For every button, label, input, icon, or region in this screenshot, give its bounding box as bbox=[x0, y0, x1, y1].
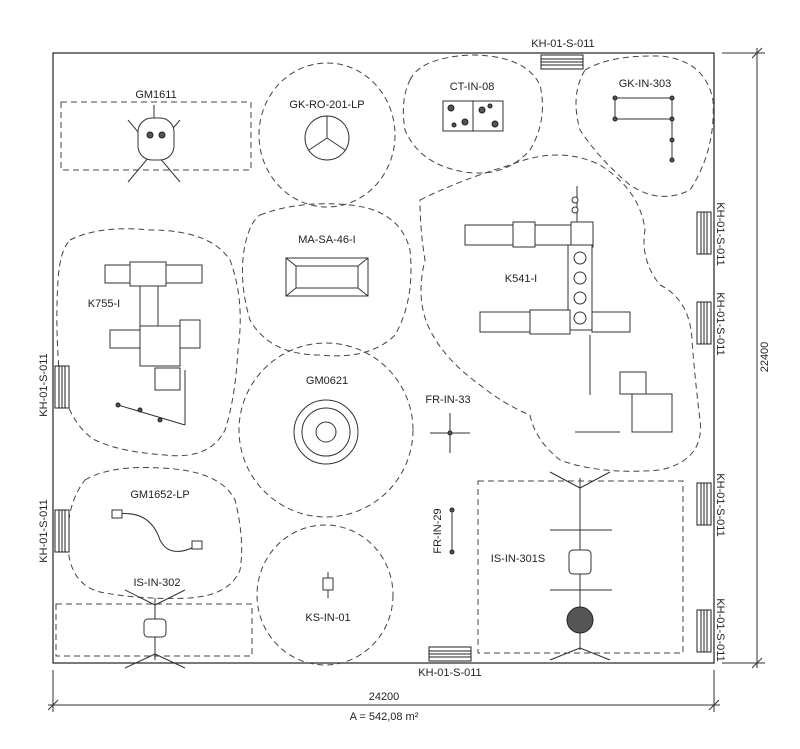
label-fr-in-33: FR-IN-33 bbox=[425, 394, 470, 406]
label-bench-left-upper: KH-01-S-011 bbox=[38, 353, 50, 416]
zone-gm0621 bbox=[238, 342, 414, 518]
is-in-301s-equipment bbox=[549, 471, 612, 661]
bench-right-2 bbox=[696, 301, 712, 345]
label-gm1611: GM1611 bbox=[135, 89, 176, 101]
label-gm1652-lp: GM1652-LP bbox=[130, 489, 189, 501]
label-ma-sa-46-i: MA-SA-46-I bbox=[298, 234, 355, 246]
label-k541-i: K541-I bbox=[505, 273, 537, 285]
label-bench-right-1: KH-01-S-011 bbox=[714, 202, 726, 265]
site-boundary bbox=[52, 52, 715, 664]
label-bench-right-2: KH-01-S-011 bbox=[714, 292, 726, 355]
label-ks-in-01: KS-IN-01 bbox=[305, 612, 350, 624]
bench-right-4 bbox=[696, 609, 712, 653]
zone-gk-ro-201-lp bbox=[258, 62, 396, 208]
k755-i-equipment bbox=[104, 261, 203, 426]
zone-gm1652-lp bbox=[67, 467, 243, 599]
zone-ks-in-01 bbox=[256, 524, 394, 666]
bench-right-1 bbox=[696, 211, 712, 255]
label-bench-left-lower: KH-01-S-011 bbox=[38, 499, 50, 562]
ct-in-08-equipment bbox=[442, 100, 504, 132]
zone-k755-i bbox=[56, 228, 241, 457]
dimension-lines bbox=[47, 47, 765, 712]
dimension-width: 24200 bbox=[369, 691, 400, 703]
ks-in-01-equipment bbox=[322, 572, 334, 598]
bench-right-3 bbox=[696, 482, 712, 526]
bench-top bbox=[540, 54, 584, 70]
dimension-height: 22400 bbox=[759, 342, 771, 373]
is-in-302-equipment bbox=[124, 589, 186, 669]
zone-ma-sa-46-i bbox=[241, 203, 412, 357]
ma-sa-46-i-equipment bbox=[285, 257, 369, 297]
bench-left-upper bbox=[54, 365, 70, 409]
zone-is-in-302 bbox=[55, 603, 253, 657]
label-gm0621: GM0621 bbox=[306, 375, 348, 387]
gk-ro-201-lp-equipment bbox=[304, 115, 350, 161]
bench-left-lower bbox=[54, 509, 70, 553]
label-bench-right-4: KH-01-S-011 bbox=[714, 598, 726, 661]
zone-k541-i bbox=[419, 154, 701, 472]
k541-i-equipment bbox=[464, 186, 673, 433]
area-label: A = 542,08 m² bbox=[350, 711, 419, 723]
label-gk-in-303: GK-IN-303 bbox=[619, 78, 672, 90]
gk-in-303-equipment bbox=[612, 95, 675, 163]
fr-in-29-equipment bbox=[449, 507, 455, 555]
label-bench-top: KH-01-S-011 bbox=[531, 38, 594, 50]
label-bench-bottom: KH-01-S-011 bbox=[418, 667, 481, 679]
label-gk-ro-201-lp: GK-RO-201-LP bbox=[289, 99, 364, 111]
label-k755-i: K755-I bbox=[88, 298, 120, 310]
zone-ct-in-08 bbox=[402, 54, 543, 174]
gm1652-lp-equipment bbox=[111, 509, 203, 552]
gm1611-equipment bbox=[127, 105, 181, 183]
zone-gk-in-303 bbox=[575, 55, 714, 197]
fr-in-33-equipment bbox=[430, 413, 470, 453]
bench-bottom bbox=[428, 646, 472, 662]
label-is-in-301s: IS-IN-301S bbox=[491, 553, 545, 565]
gm0621-equipment bbox=[293, 399, 359, 465]
label-bench-right-3: KH-01-S-011 bbox=[714, 473, 726, 536]
label-ct-in-08: CT-IN-08 bbox=[450, 81, 495, 93]
zone-gm1611 bbox=[60, 101, 252, 171]
label-fr-in-29: FR-IN-29 bbox=[432, 508, 444, 553]
label-is-in-302: IS-IN-302 bbox=[133, 577, 180, 589]
